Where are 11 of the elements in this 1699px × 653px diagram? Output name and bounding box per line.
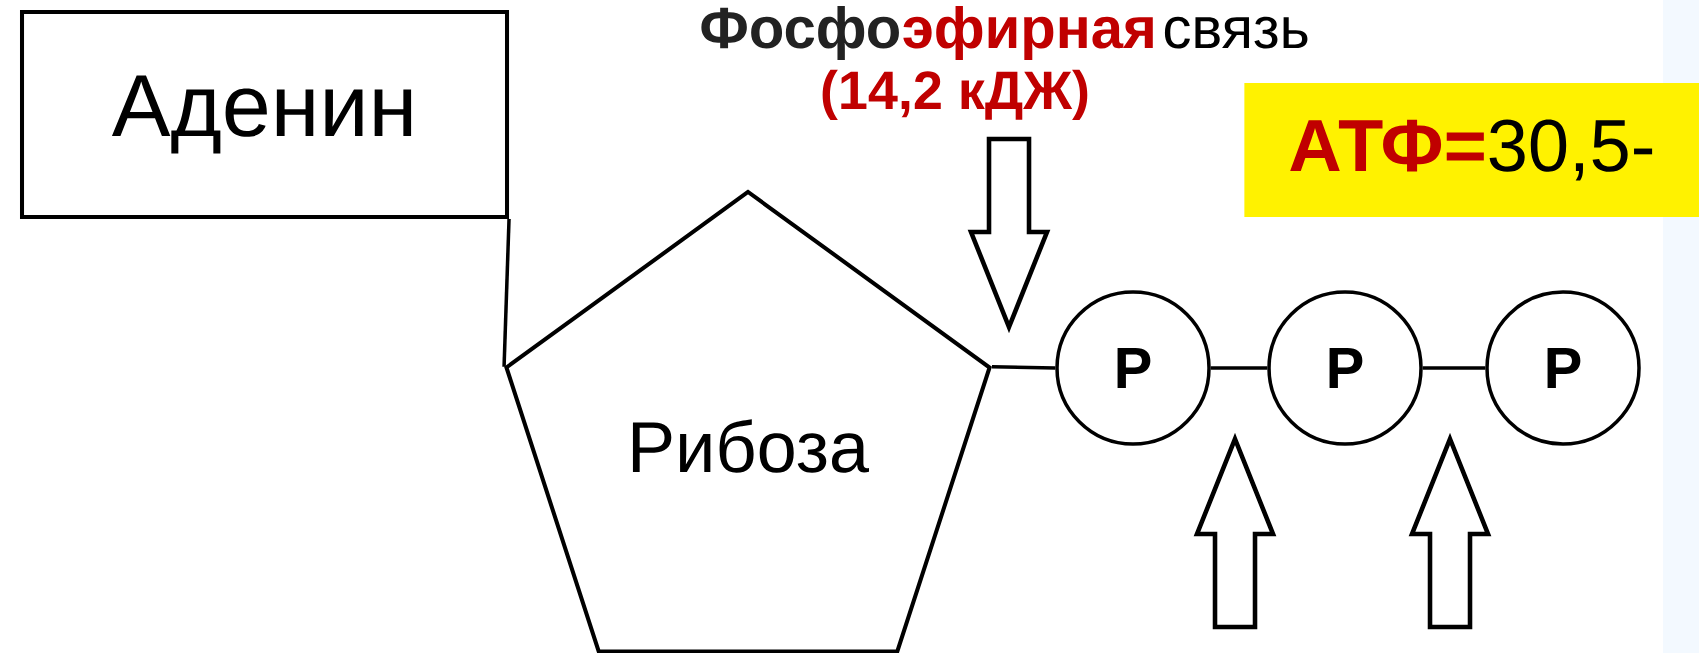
connector-line bbox=[991, 364, 1056, 370]
adenine-box: Аденин bbox=[20, 9, 510, 219]
ribose-pentagon: Рибоза bbox=[504, 189, 992, 653]
connector-line bbox=[502, 218, 511, 367]
highlight-box: АТФ=30,5- bbox=[1244, 83, 1699, 217]
heading-text: Фосфо bbox=[701, 5, 899, 61]
heading-text: эфирная bbox=[903, 5, 1153, 61]
heading-text: связь bbox=[1164, 16, 1308, 49]
connector-line bbox=[1422, 366, 1486, 370]
connector-line bbox=[1210, 366, 1268, 370]
energy-label: (14,2 кДЖ) bbox=[822, 69, 1088, 121]
